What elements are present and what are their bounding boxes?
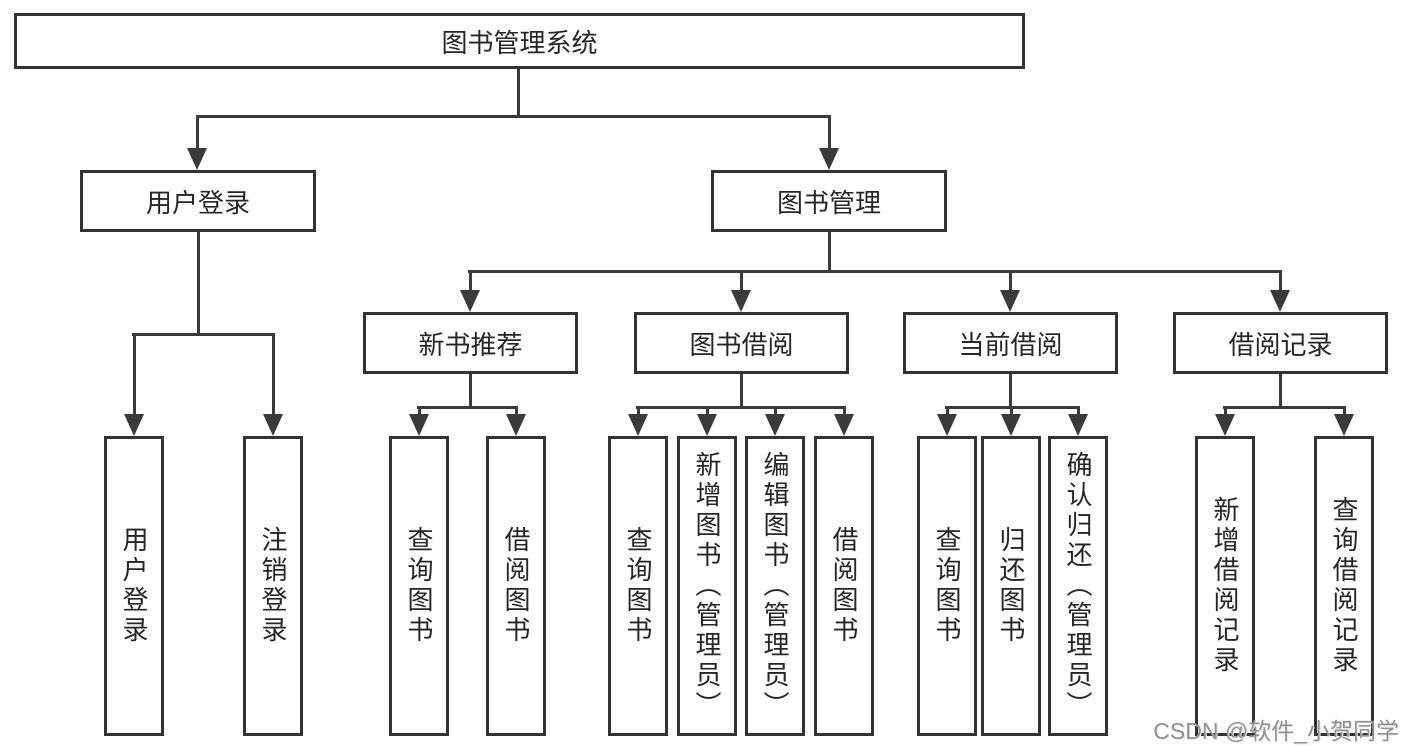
arrowhead-current-borrow	[1000, 290, 1020, 312]
connector-recommend-rail	[417, 406, 517, 409]
connector-book-management-rail	[468, 270, 1281, 273]
leaf-label: 用户登录	[119, 526, 149, 646]
leaf-label: 查询图书	[623, 526, 653, 646]
leaf-label: 借阅图书	[829, 526, 859, 646]
connector-drop-cur-return	[1010, 406, 1013, 417]
arrowhead-bor-add	[697, 414, 717, 436]
arrowhead-bor-edit	[765, 414, 785, 436]
leaf-label: 新增图书（管理员）	[692, 451, 722, 721]
arrowhead-rec-query	[409, 414, 429, 436]
arrowhead-cur-confirm	[1068, 414, 1088, 436]
connector-book-management-stem	[828, 232, 831, 273]
leaf-label: 新增借阅记录	[1210, 496, 1240, 676]
leaf-user-login: 用户登录	[104, 436, 164, 736]
connector-drop-bor-add	[706, 406, 709, 417]
leaf-confirm-return-admin: 确认归还（管理员）	[1048, 436, 1108, 736]
connector-drop-user-login	[196, 115, 199, 151]
node-user-login: 用户登录	[80, 170, 316, 232]
connector-drop-record-add	[1224, 406, 1227, 417]
connector-drop-borrow-record	[1279, 270, 1282, 293]
arrowhead-leaf-logout	[263, 414, 283, 436]
connector-user-login-rail	[132, 333, 274, 336]
leaf-label: 借阅图书	[501, 526, 531, 646]
connector-current-stem	[1009, 374, 1012, 409]
connector-record-stem	[1279, 374, 1282, 409]
leaf-label: 编辑图书（管理员）	[760, 451, 790, 721]
leaf-label: 注销登录	[258, 526, 288, 646]
connector-drop-new-book-recommend	[469, 270, 472, 293]
connector-drop-rec-query	[418, 406, 421, 417]
leaf-label: 查询图书	[932, 526, 962, 646]
leaf-query-book-borrow: 查询图书	[608, 436, 668, 736]
connector-recommend-stem	[469, 374, 472, 409]
leaf-label: 查询图书	[404, 526, 434, 646]
connector-drop-leaf-logout	[272, 333, 275, 417]
node-label: 新书推荐	[418, 329, 523, 360]
leaf-label: 查询借阅记录	[1329, 496, 1359, 676]
arrowhead-book-borrow	[731, 290, 751, 312]
arrowhead-new-book-recommend	[460, 290, 480, 312]
arrowhead-cur-return	[1001, 414, 1021, 436]
connector-drop-leaf-user-login	[133, 333, 136, 417]
connector-drop-rec-borrow	[515, 406, 518, 417]
node-library-management-system: 图书管理系统	[14, 13, 1025, 69]
arrowhead-user-login	[187, 148, 207, 170]
connector-drop-cur-query	[946, 406, 949, 417]
connector-drop-bor-edit	[774, 406, 777, 417]
connector-borrow-rail	[636, 406, 845, 409]
node-book-management: 图书管理	[711, 170, 947, 232]
connector-drop-cur-confirm	[1077, 406, 1080, 417]
leaf-label: 确认归还（管理员）	[1063, 451, 1093, 721]
arrowhead-leaf-user-login	[124, 414, 144, 436]
leaf-logout: 注销登录	[243, 436, 303, 736]
connector-borrow-stem	[740, 374, 743, 409]
leaf-label: 归还图书	[996, 526, 1026, 646]
node-current-borrow: 当前借阅	[903, 312, 1118, 374]
node-label: 图书管理系统	[441, 27, 598, 58]
node-borrow-record: 借阅记录	[1173, 312, 1388, 374]
connector-drop-book-management	[828, 115, 831, 151]
leaf-query-book-current: 查询图书	[917, 436, 977, 736]
connector-drop-record-query	[1343, 406, 1346, 417]
connector-user-login-stem	[197, 232, 200, 336]
csdn-watermark: CSDN @软件_小贺同学	[1153, 718, 1399, 744]
arrowhead-rec-borrow	[506, 414, 526, 436]
leaf-add-book-admin: 新增图书（管理员）	[677, 436, 737, 736]
leaf-add-borrow-record: 新增借阅记录	[1195, 436, 1255, 736]
connector-record-rail	[1223, 406, 1345, 409]
leaf-query-book-recommend: 查询图书	[389, 436, 449, 736]
leaf-borrow-book-recommend: 借阅图书	[486, 436, 546, 736]
arrowhead-book-management	[819, 148, 839, 170]
node-label: 当前借阅	[958, 329, 1063, 360]
arrowhead-cur-query	[937, 414, 957, 436]
connector-root-rail	[196, 115, 830, 118]
node-label: 图书管理	[776, 187, 881, 218]
connector-root-stem	[517, 69, 520, 118]
arrowhead-record-query	[1334, 414, 1354, 436]
leaf-query-borrow-record: 查询借阅记录	[1314, 436, 1374, 736]
arrowhead-record-add	[1215, 414, 1235, 436]
node-label: 图书借阅	[689, 329, 794, 360]
leaf-edit-book-admin: 编辑图书（管理员）	[745, 436, 805, 736]
connector-drop-bor-borrow	[843, 406, 846, 417]
leaf-return-book: 归还图书	[981, 436, 1041, 736]
connector-drop-book-borrow	[740, 270, 743, 293]
node-label: 借阅记录	[1228, 329, 1333, 360]
leaf-borrow-book: 借阅图书	[814, 436, 874, 736]
node-book-borrow: 图书借阅	[634, 312, 849, 374]
node-new-book-recommend: 新书推荐	[363, 312, 578, 374]
connector-drop-bor-query	[637, 406, 640, 417]
node-label: 用户登录	[145, 187, 250, 218]
arrowhead-borrow-record	[1270, 290, 1290, 312]
arrowhead-bor-borrow	[834, 414, 854, 436]
connector-drop-current-borrow	[1009, 270, 1012, 293]
arrowhead-bor-query	[628, 414, 648, 436]
